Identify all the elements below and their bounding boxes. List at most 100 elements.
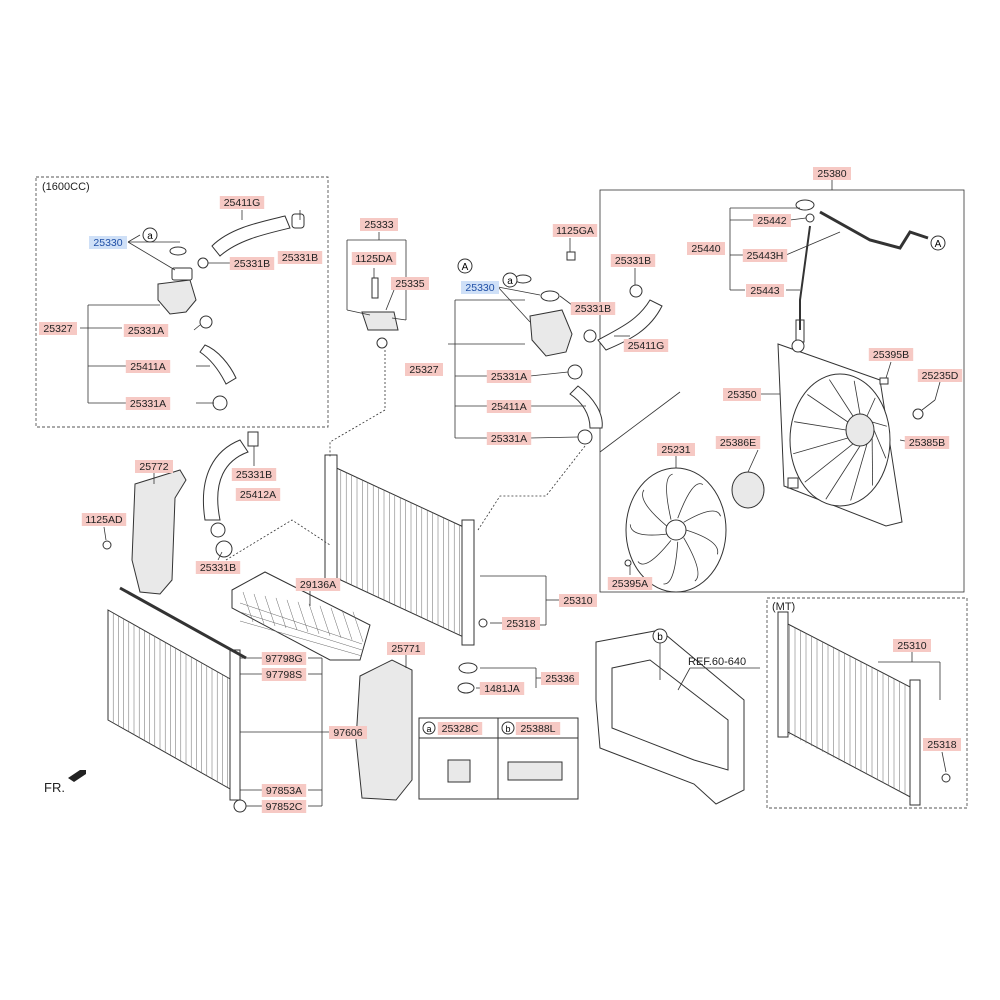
svg-text:25443H: 25443H (747, 250, 784, 262)
part-label-25385b: 25385B (904, 436, 950, 449)
label-sticker-icon (447, 759, 471, 783)
part-label-1481ja: 1481JA (479, 682, 525, 695)
air-guard-left (102, 469, 187, 595)
svg-text:25350: 25350 (727, 389, 756, 401)
part-label-25331b_t2: 25331B (277, 251, 323, 264)
svg-text:25411A: 25411A (491, 401, 526, 413)
svg-text:25331A: 25331A (128, 325, 164, 337)
callout-a-center: a (502, 272, 518, 288)
svg-text:25385B: 25385B (909, 437, 945, 449)
svg-text:25442: 25442 (757, 215, 786, 227)
part-label-1125ad: 1125AD (81, 513, 127, 526)
part-label-25442: 25442 (753, 214, 791, 227)
svg-text:1125AD: 1125AD (85, 514, 123, 526)
frame-mt (766, 597, 968, 809)
front-end-carrier (595, 629, 745, 805)
svg-text:25411G: 25411G (628, 340, 665, 352)
part-label-25386e: 25386E (715, 436, 761, 449)
svg-text:25772: 25772 (139, 461, 168, 473)
callout-A-center: A (457, 258, 473, 274)
part-label-97798s: 97798S (261, 668, 307, 681)
lower-grille (231, 571, 371, 661)
part-label-25771: 25771 (387, 642, 425, 655)
svg-text:97606: 97606 (333, 727, 362, 739)
svg-text:a: a (507, 276, 513, 287)
thermostat-housing-main (514, 251, 663, 445)
part-number-labels: 25411G 25330 25331B 25331B 25327 25331A 25411A… (39, 167, 963, 813)
label-legend-table: a b (418, 717, 579, 800)
part-label-25331b_m2: 25331B (195, 561, 241, 574)
part-label-97606: 97606 (329, 726, 367, 739)
svg-text:25327: 25327 (409, 364, 438, 376)
part-label-25331a_t2: 25331A (125, 397, 171, 410)
fan-shroud (777, 319, 924, 527)
svg-text:25380: 25380 (817, 168, 846, 180)
svg-text:25395B: 25395B (873, 349, 909, 361)
part-label-25331a_c2: 25331A (486, 432, 532, 445)
part-label-25318: 25318 (502, 617, 540, 630)
svg-text:25231: 25231 (661, 444, 690, 456)
part-label-25388l: 25388L (515, 722, 561, 735)
part-label-25335: 25335 (391, 277, 429, 290)
part-label-25331b_c2: 25331B (570, 302, 616, 315)
svg-text:25318: 25318 (927, 739, 956, 751)
warning-sticker-icon (507, 761, 563, 781)
part-label-25380: 25380 (813, 167, 851, 180)
condenser (107, 586, 247, 813)
svg-text:25443: 25443 (750, 285, 779, 297)
front-arrow-icon (68, 770, 86, 782)
part-label-25331b_c1: 25331B (610, 254, 656, 267)
variant-mt-label: (MT) (772, 601, 795, 613)
part-label-25411a_c: 25411A (486, 400, 532, 413)
svg-text:25440: 25440 (691, 243, 720, 255)
svg-text:A: A (462, 262, 469, 273)
part-label-25318_mt: 25318 (923, 738, 961, 751)
part-label-25331b_m1: 25331B (231, 468, 277, 481)
part-label-25395b: 25395B (868, 348, 914, 361)
part-label-25440: 25440 (687, 242, 725, 255)
part-label-25411g_t: 25411G (219, 196, 265, 209)
part-label-25411a_t: 25411A (125, 360, 171, 373)
leader-lines (80, 180, 947, 807)
radiator-main (324, 454, 488, 694)
svg-text:1125DA: 1125DA (355, 253, 392, 265)
part-label-97798g: 97798G (261, 652, 307, 665)
svg-text:25331B: 25331B (615, 255, 651, 267)
svg-text:25386E: 25386E (720, 437, 756, 449)
svg-text:25327: 25327 (43, 323, 72, 335)
svg-text:25331B: 25331B (282, 252, 318, 264)
front-direction-label: FR. (44, 780, 65, 795)
part-label-25412a: 25412A (235, 488, 281, 501)
callout-a-1600cc: a (142, 227, 158, 243)
part-label-25328c: 25328C (437, 722, 483, 735)
part-label-97853a: 97853A (261, 784, 307, 797)
radiator-mt (777, 611, 951, 806)
part-label-25330_t: 25330 (89, 236, 127, 249)
svg-text:97853A: 97853A (266, 785, 302, 797)
part-label-25331a_c1: 25331A (486, 370, 532, 383)
svg-text:25310: 25310 (563, 595, 592, 607)
svg-text:1125GA: 1125GA (556, 225, 594, 237)
part-label-25310: 25310 (559, 594, 597, 607)
part-label-25330_c: 25330 (461, 281, 499, 294)
part-label-25336: 25336 (541, 672, 579, 685)
svg-text:25318: 25318 (506, 618, 535, 630)
svg-text:A: A (935, 239, 942, 250)
callout-b-carrier: b (652, 628, 668, 644)
svg-text:25333: 25333 (364, 219, 393, 231)
part-label-1125ga: 1125GA (552, 224, 598, 237)
callout-A-right: A (930, 235, 946, 251)
svg-text:29136A: 29136A (300, 579, 336, 591)
frame-1600cc (35, 176, 329, 428)
svg-text:a: a (426, 724, 431, 734)
lower-hose-assembly (202, 431, 259, 558)
svg-text:25328C: 25328C (442, 723, 479, 735)
variant-1600cc-label: (1600CC) (42, 181, 90, 193)
part-label-25310_mt: 25310 (893, 639, 931, 652)
part-label-25231: 25231 (657, 443, 695, 456)
part-label-25327_t: 25327 (39, 322, 77, 335)
svg-text:1481JA: 1481JA (484, 683, 520, 695)
svg-text:97798S: 97798S (266, 669, 302, 681)
svg-text:b: b (505, 724, 510, 734)
svg-text:25395A: 25395A (612, 578, 648, 590)
